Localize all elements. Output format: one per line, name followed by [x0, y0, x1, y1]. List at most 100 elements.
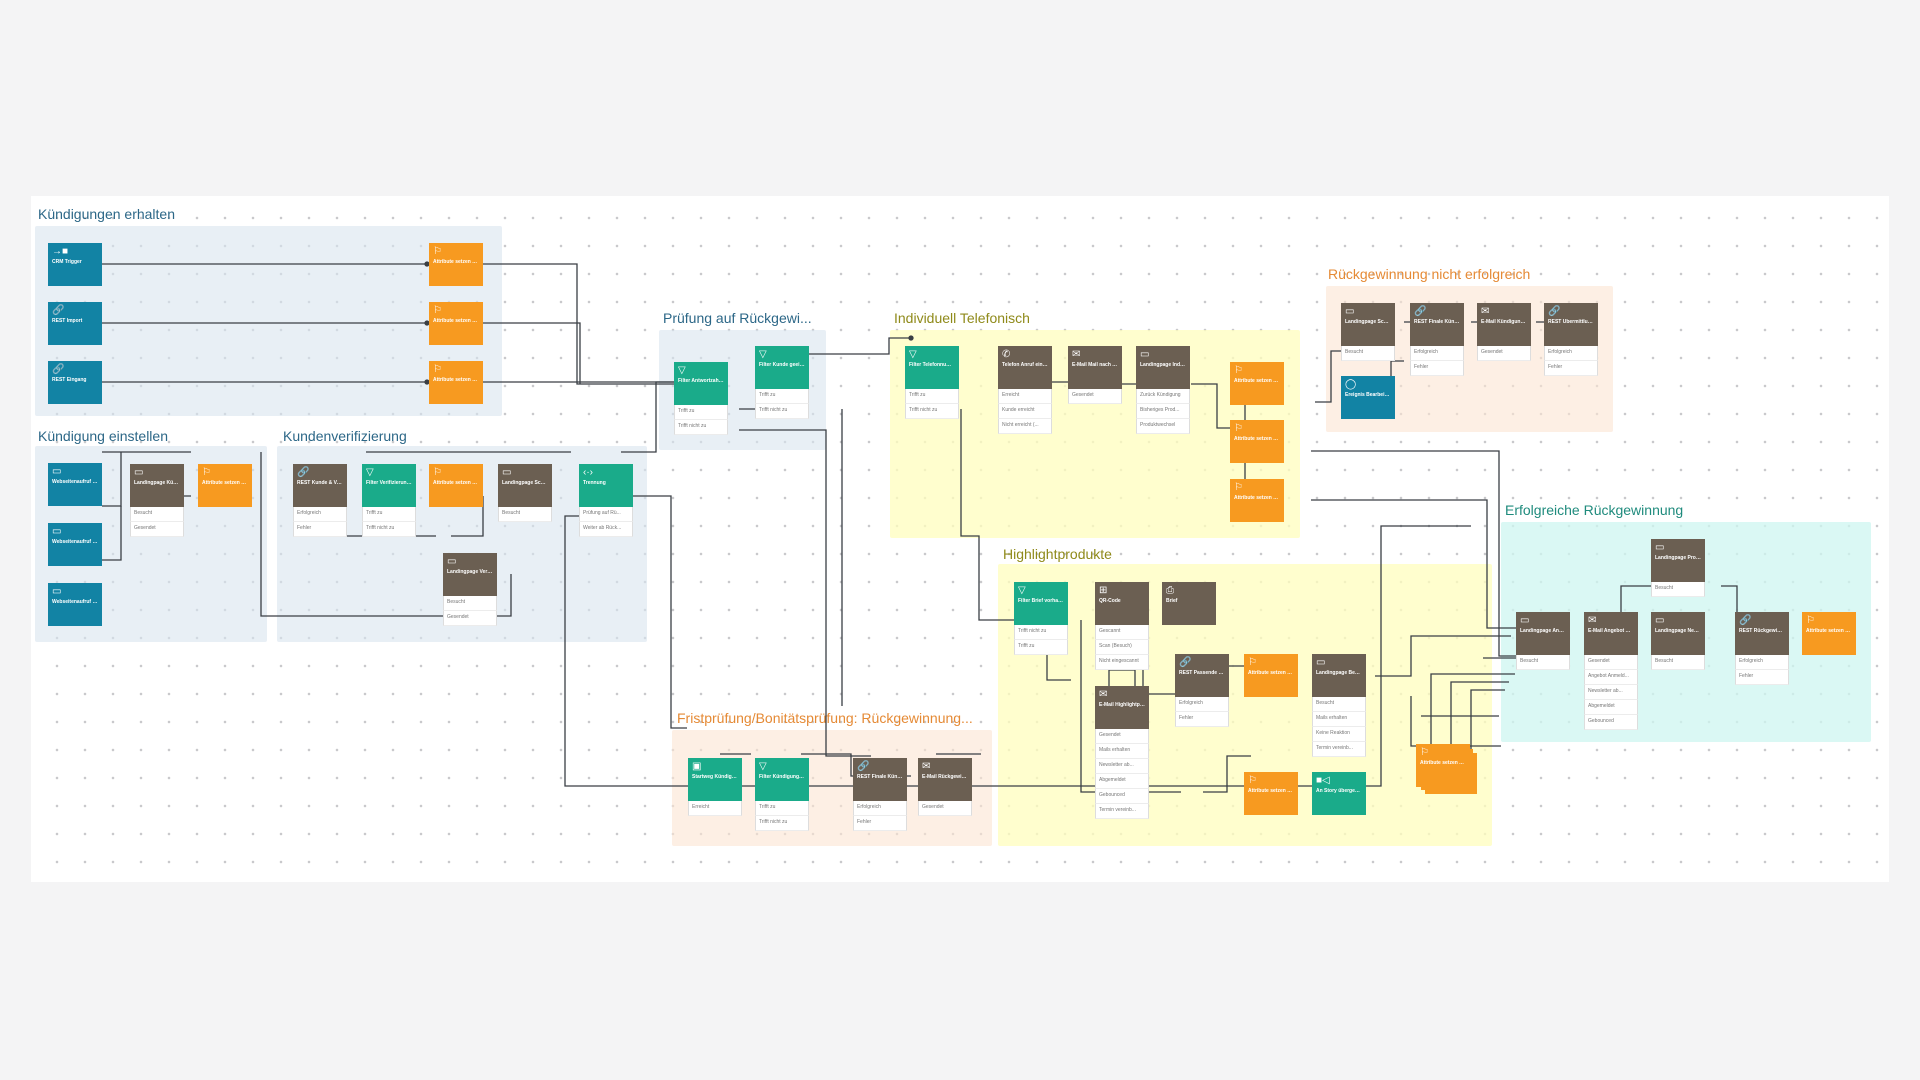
- node-attribute-setzen[interactable]: ⚐Attribute setzen Produktwechsel: [1230, 479, 1284, 522]
- node-output[interactable]: Weiter ab Rück...: [579, 522, 633, 537]
- node-output[interactable]: Gesendet: [1477, 346, 1531, 361]
- node-output[interactable]: Erfolgreich: [1735, 655, 1789, 670]
- node-trennung[interactable]: ‹·›Trennung Prüfung auf Rü... Weiter ab …: [579, 464, 633, 537]
- node-attribute-setzen[interactable]: ⚐Attribute setzen Zurück Kündig: [1230, 362, 1284, 405]
- node-filter[interactable]: ▽Filter Antwortzahl der R... Trifft zu T…: [674, 362, 728, 435]
- node-output[interactable]: Gebounced: [1095, 789, 1149, 804]
- node-rest[interactable]: 🔗REST Kunde & Vertra... Erfolgreich Fehl…: [293, 464, 347, 537]
- node-output[interactable]: Erfolgreich: [853, 801, 907, 816]
- node-output[interactable]: Besucht: [1651, 582, 1705, 597]
- node-output[interactable]: Erreicht: [688, 801, 742, 816]
- node-email[interactable]: ✉E-Mail Rückgewinnung... Gesendet: [918, 758, 972, 816]
- node-output[interactable]: Erfolgreich: [1544, 346, 1598, 361]
- node-output[interactable]: Gesendet: [918, 801, 972, 816]
- node-attribute-setzen-stack[interactable]: ⚐Attribute setzen Automatisier R...: [1416, 744, 1470, 787]
- node-output[interactable]: Nicht eingescannt: [1095, 655, 1149, 670]
- node-output[interactable]: Fehler: [1735, 670, 1789, 685]
- node-attribute-setzen[interactable]: ⚐Attribute setzen Kunde & Vertrag: [429, 361, 483, 404]
- node-output[interactable]: Trifft zu: [362, 507, 416, 522]
- node-rest[interactable]: 🔗REST Finale Kündigung Erfolgreich Fehle…: [1410, 303, 1464, 376]
- node-landingpage[interactable]: ▭Landingpage Bestätigung Besucht Mails e…: [1312, 654, 1366, 757]
- node-output[interactable]: Besucht: [1516, 655, 1570, 670]
- node-rest[interactable]: 🔗REST Übermittlung a... Erfolgreich Fehl…: [1544, 303, 1598, 376]
- node-attribute-setzen[interactable]: ⚐Attribute setzen Kunde & Vertrag: [429, 464, 483, 507]
- node-rest[interactable]: 🔗REST Passende Highli... Erfolgreich Feh…: [1175, 654, 1229, 727]
- node-landingpage[interactable]: ▭Landingpage Angebot gewählt Besucht: [1516, 612, 1570, 670]
- node-filter[interactable]: ▽Filter Brief vorhanden? Trifft nicht zu…: [1014, 582, 1068, 655]
- node-output[interactable]: Trifft nicht zu: [905, 404, 959, 419]
- node-output[interactable]: Zurück Kündigung: [1136, 389, 1190, 404]
- node-output[interactable]: Besucht: [1651, 655, 1705, 670]
- node-output[interactable]: Besucht: [1341, 346, 1395, 361]
- node-output[interactable]: Abgemeldet: [1095, 774, 1149, 789]
- node-email[interactable]: ✉E-Mail Highlightprodu... Gesendet Mails…: [1095, 686, 1149, 819]
- node-qr-code[interactable]: ⊞QR-Code Gescannt Scan (Besuch) Nicht ei…: [1095, 582, 1149, 670]
- node-crm-trigger[interactable]: →■CRM Trigger: [48, 243, 102, 286]
- node-filter[interactable]: ▽Filter Kündigung abg... Trifft zu Triff…: [755, 758, 809, 831]
- node-landingpage[interactable]: ▭Landingpage Produkt behalten Besucht: [1651, 539, 1705, 597]
- node-output[interactable]: Newsletter ab...: [1584, 685, 1638, 700]
- node-output[interactable]: Produktwechsel: [1136, 419, 1190, 434]
- workflow-canvas[interactable]: Kündigungen erhalten Kündigung einstelle…: [31, 196, 1889, 882]
- node-landingpage[interactable]: ▭Landingpage Verifizierung ab... Besucht…: [443, 553, 497, 626]
- node-output[interactable]: Fehler: [1410, 361, 1464, 376]
- node-output[interactable]: Gescannt: [1095, 625, 1149, 640]
- node-output[interactable]: Scan (Besuch): [1095, 640, 1149, 655]
- node-attribute-setzen[interactable]: ⚐Attribute setzen Highlightprodu...: [1244, 654, 1298, 697]
- node-telefon[interactable]: ✆Telefon Anruf einstellen Erreicht Kunde…: [998, 346, 1052, 434]
- node-email[interactable]: ✉E-Mail Angebot Antwort... Gesendet Ange…: [1584, 612, 1638, 730]
- node-output[interactable]: Prüfung auf Rü...: [579, 507, 633, 522]
- node-output[interactable]: Fehler: [1544, 361, 1598, 376]
- node-filter[interactable]: ▽Filter Kunde geeignet... Trifft zu Trif…: [755, 346, 809, 419]
- node-output[interactable]: Nicht erreicht (...: [998, 419, 1052, 434]
- node-output[interactable]: Besucht: [1312, 697, 1366, 712]
- node-output[interactable]: Trifft nicht zu: [1014, 625, 1068, 640]
- node-webseitenaufruf[interactable]: ▭Webseitenaufruf Website: [48, 463, 102, 506]
- node-rest[interactable]: 🔗REST Finale Kündigung Erfolgreich Fehle…: [853, 758, 907, 831]
- node-output[interactable]: Trifft zu: [905, 389, 959, 404]
- node-attribute-setzen[interactable]: ⚐Attribute setzen Verbunden: [1244, 772, 1298, 815]
- node-filter[interactable]: ▽Filter Verifizierung erfo... Trifft zu …: [362, 464, 416, 537]
- node-attribute-setzen[interactable]: ⚐Attribute setzen Kunde & Vertrag: [429, 243, 483, 286]
- node-landingpage[interactable]: ▭Landingpage Neues Produkt Besucht: [1651, 612, 1705, 670]
- node-startweg[interactable]: ▣Startweg Kündigungsdatum Erreicht: [688, 758, 742, 816]
- node-output[interactable]: Fehler: [1175, 712, 1229, 727]
- node-output[interactable]: Erreicht: [998, 389, 1052, 404]
- node-email[interactable]: ✉E-Mail Mail nach Anruf Gesendet: [1068, 346, 1122, 404]
- node-output[interactable]: Fehler: [853, 816, 907, 831]
- node-output[interactable]: Gesendet: [130, 522, 184, 537]
- node-output[interactable]: Fehler: [293, 522, 347, 537]
- node-output[interactable]: Erfolgreich: [293, 507, 347, 522]
- node-landingpage[interactable]: ▭Landingpage Individuelle Pro... Zurück …: [1136, 346, 1190, 434]
- node-filter[interactable]: ▽Filter Telefonnummer... Trifft zu Triff…: [905, 346, 959, 419]
- node-webseitenaufruf[interactable]: ▭Webseitenaufruf Brief: [48, 583, 102, 626]
- node-output[interactable]: Kunde erreicht: [998, 404, 1052, 419]
- group-kuendigungen-erhalten[interactable]: [35, 226, 502, 416]
- node-output[interactable]: Newsletter ab...: [1095, 759, 1149, 774]
- node-rest[interactable]: 🔗REST Rückgewinnung... Erfolgreich Fehle…: [1735, 612, 1789, 685]
- node-rest-import[interactable]: 🔗REST Import: [48, 302, 102, 345]
- node-output[interactable]: Trifft nicht zu: [755, 816, 809, 831]
- node-attribute-setzen[interactable]: ⚐Attribute setzen Eingang: [198, 464, 252, 507]
- node-brief[interactable]: ⎙Brief: [1162, 582, 1216, 625]
- node-attribute-setzen[interactable]: ⚐Attribute setzen Kunde & Vertrag: [429, 302, 483, 345]
- node-landingpage[interactable]: ▭Landingpage Schade Besucht: [498, 464, 552, 522]
- node-output[interactable]: Keine Reaktion: [1312, 727, 1366, 742]
- node-webseitenaufruf[interactable]: ▭Webseitenaufruf Kundenportal: [48, 523, 102, 566]
- node-rest-eingang[interactable]: 🔗REST Eingang: [48, 361, 102, 404]
- node-output[interactable]: Bisheriges Prod...: [1136, 404, 1190, 419]
- node-output[interactable]: Erfolgreich: [1410, 346, 1464, 361]
- node-email[interactable]: ✉E-Mail Kündigungsbestät... Gesendet: [1477, 303, 1531, 361]
- node-story[interactable]: ■◁An Story übergeben: [1312, 772, 1366, 815]
- node-output[interactable]: Gesendet: [443, 611, 497, 626]
- node-output[interactable]: Gebounced: [1584, 715, 1638, 730]
- node-output[interactable]: Trifft zu: [755, 389, 809, 404]
- node-output[interactable]: Trifft zu: [674, 405, 728, 420]
- node-output[interactable]: Termin vereinb...: [1312, 742, 1366, 757]
- node-landingpage[interactable]: ▭Landingpage Schade Besucht: [1341, 303, 1395, 361]
- node-output[interactable]: Trifft zu: [1014, 640, 1068, 655]
- node-output[interactable]: Besucht: [130, 507, 184, 522]
- node-output[interactable]: Besucht: [498, 507, 552, 522]
- node-attribute-setzen[interactable]: ⚐Attribute setzen Rückgewinnung...: [1802, 612, 1856, 655]
- node-attribute-setzen[interactable]: ⚐Attribute setzen Bisheriges Prod: [1230, 420, 1284, 463]
